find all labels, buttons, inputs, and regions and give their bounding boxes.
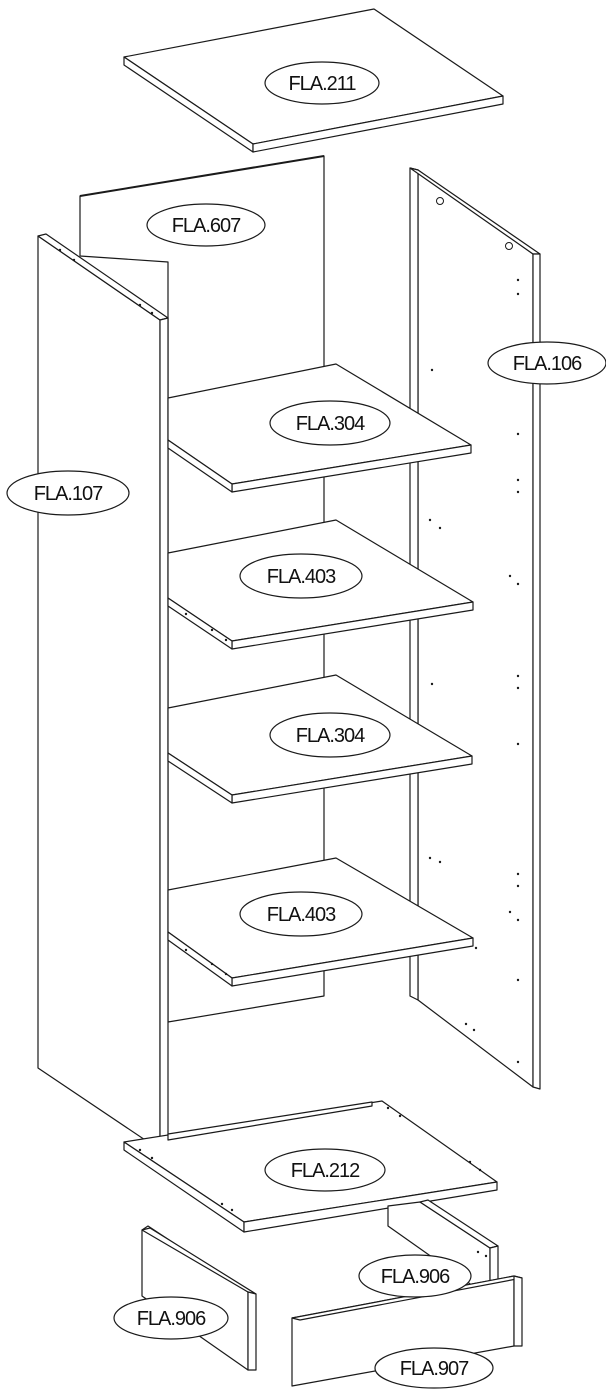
label-plinth-right: FLA.906	[358, 1254, 472, 1298]
cam-hole-icon	[436, 197, 444, 205]
label-plinth-front: FLA.907	[374, 1347, 494, 1389]
svg-text:FLA.212: FLA.212	[291, 1160, 360, 1182]
label-shelf-4: FLA.403	[239, 891, 363, 937]
svg-text:FLA.107: FLA.107	[34, 483, 103, 505]
label-shelf-3: FLA.304	[269, 712, 391, 758]
svg-text:FLA.607: FLA.607	[172, 215, 241, 237]
label-right-side: FLA.106	[487, 341, 606, 385]
cam-hole-icon	[505, 242, 513, 250]
svg-text:FLA.907: FLA.907	[400, 1358, 469, 1380]
svg-text:FLA.403: FLA.403	[267, 566, 336, 588]
plinth-left	[141, 1225, 257, 1371]
label-bottom-panel: FLA.212	[264, 1148, 386, 1192]
svg-text:FLA.304: FLA.304	[296, 413, 365, 435]
svg-text:FLA.304: FLA.304	[296, 725, 365, 747]
svg-text:FLA.106: FLA.106	[513, 353, 582, 375]
label-shelf-2: FLA.403	[239, 553, 363, 599]
label-shelf-1: FLA.304	[269, 400, 391, 446]
svg-text:FLA.906: FLA.906	[137, 1308, 206, 1330]
label-top-panel: FLA.211	[264, 61, 380, 105]
svg-text:FLA.906: FLA.906	[381, 1266, 450, 1288]
label-left-side: FLA.107	[6, 470, 130, 516]
svg-text:FLA.403: FLA.403	[267, 904, 336, 926]
plinth-front	[291, 1275, 523, 1387]
label-back-panel: FLA.607	[146, 203, 266, 247]
label-plinth-left: FLA.906	[113, 1296, 229, 1340]
svg-text:FLA.211: FLA.211	[288, 73, 356, 95]
left-side-panel	[37, 233, 169, 1153]
